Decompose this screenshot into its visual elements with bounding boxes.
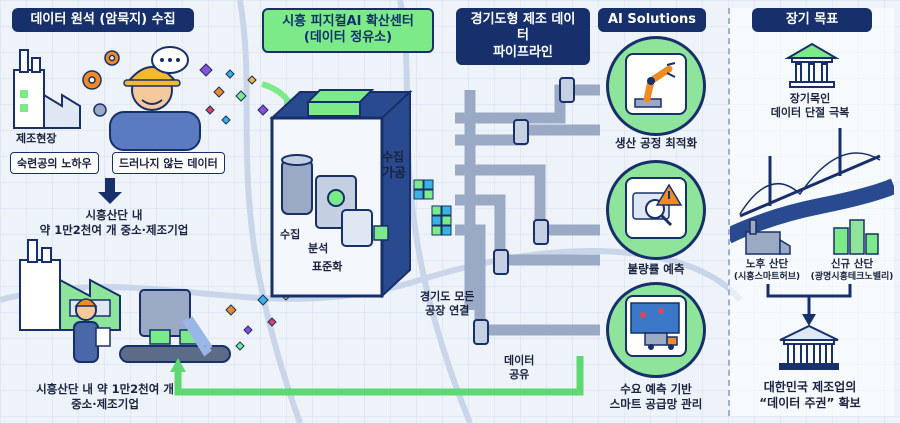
institution-icon	[784, 42, 840, 88]
bottom-line1: 시흥산단 내 약 1만2천여 개	[36, 382, 174, 396]
solution-3-line1: 수요 예측 기반	[620, 382, 692, 396]
pipeline-header-line2: 파이프라인	[493, 44, 553, 60]
step-analyze: 분석	[308, 242, 329, 255]
solution-1-line1: 생산 공정 최적화	[614, 136, 698, 150]
gear-icon	[82, 50, 120, 117]
defect-prediction-circle	[606, 160, 706, 260]
data-sharing: 데이터 공유	[504, 354, 534, 383]
bottom-industry-text: 시흥산단 내 약 1만2천여 개 중소·제조기업	[10, 382, 200, 412]
hub-header: 시흥 피지컬AI 확산센터 (데이터 정유소)	[262, 8, 434, 53]
speech-bubble-icon	[151, 46, 189, 74]
data-pipeline	[455, 77, 600, 345]
magnifier-warning-icon	[625, 177, 687, 239]
old-factory-icon	[745, 219, 791, 255]
truck-map-icon	[625, 295, 687, 357]
step-collect-top: 수집	[382, 150, 405, 164]
solution-3-line2: 스마트 공급망 관리	[609, 396, 703, 411]
share-line1: 데이터	[504, 354, 535, 367]
pipeline-header-line1: 경기도형 제조 데이터	[470, 12, 576, 44]
factory-scene-icon	[19, 239, 231, 363]
old-line1: 노후 산단	[745, 258, 789, 270]
new-line2: (광명시흥테크노밸리)	[810, 271, 894, 282]
hub-header-line1: 시흥 피지컬AI 확산센터	[282, 14, 414, 29]
solution-label-3: 수요 예측 기반 스마트 공급망 관리	[596, 382, 716, 412]
goal-top-text: 장기목인 데이터 단절 극복	[740, 92, 880, 121]
new-line1: 신규 산단	[830, 258, 874, 270]
data-cubes-icon	[413, 179, 452, 236]
production-optimization-circle	[606, 36, 706, 136]
return-flow-arrow	[174, 356, 584, 396]
hidden-data-tag: 드러나지 않는 데이터	[112, 152, 225, 174]
data-source-header: 데이터 원석 (암묵지) 수집	[12, 8, 194, 33]
robot-arm-icon	[625, 53, 687, 115]
solution-label-1: 생산 공정 최적화	[606, 136, 706, 151]
share-line2: 공유	[509, 368, 530, 382]
goal-final-line2: “데이터 주권” 확보	[759, 395, 861, 410]
goal-final-text: 대한민국 제조업의 “데이터 주권” 확보	[740, 380, 880, 411]
merge-arrow-icon	[802, 314, 816, 326]
step-standardize: 표준화	[312, 260, 343, 273]
old-industrial-complex: 노후 산단 (시흥스마트허브)	[732, 258, 802, 283]
industry-line2: 약 1만2천여 개 중소·제조기업	[39, 222, 189, 237]
long-term-header: 장기 목표	[752, 8, 872, 33]
supply-chain-circle	[606, 282, 706, 378]
solution-2-line1: 불량률 예측	[627, 262, 685, 276]
pipeline-header: 경기도형 제조 데이터 파이프라인	[456, 8, 590, 65]
connect-line2: 공장 연결	[425, 304, 470, 318]
hub-header-line2: (데이터 정유소)	[303, 30, 393, 46]
industry-line1: 시흥산단 내	[85, 208, 143, 222]
step-process: 가공	[382, 166, 406, 181]
long-term-artwork	[730, 42, 894, 370]
data-gems-top	[199, 63, 269, 125]
goal-top-line1: 장기목인	[789, 92, 831, 105]
ai-solutions-header: AI Solutions	[598, 8, 706, 33]
factory-icon	[13, 49, 81, 129]
tacit-knowledge-tag: 숙련공의 노하우	[10, 152, 99, 174]
worker-avatar	[109, 66, 201, 151]
goal-top-line2: 데이터 단절 극복	[770, 106, 850, 120]
solution-label-2: 불량률 예측	[606, 262, 706, 277]
flow-arrow-top	[261, 81, 293, 106]
new-industrial-complex: 신규 산단 (광명시흥테크노밸리)	[810, 258, 894, 283]
merge-lines	[766, 284, 852, 298]
new-buildings-icon	[833, 219, 879, 255]
flow-arrow-bottom	[182, 316, 213, 357]
bottom-line2: 중소·제조기업	[71, 396, 139, 411]
connect-all-factories: 경기도 모든 공장 연결	[420, 290, 474, 319]
industry-count-text: 시흥산단 내 약 1만2천여 개 중소·제조기업	[14, 208, 214, 238]
down-arrow-icon	[98, 178, 122, 204]
data-refinery-building	[269, 89, 413, 299]
goal-final-line1: 대한민국 제조업의	[763, 380, 857, 394]
step-collect: 수집	[280, 228, 301, 241]
site-label: 제조현장	[16, 132, 57, 145]
connect-line1: 경기도 모든	[420, 290, 475, 303]
old-line2: (시흥스마트허브)	[733, 271, 801, 282]
parliament-icon	[779, 324, 839, 370]
